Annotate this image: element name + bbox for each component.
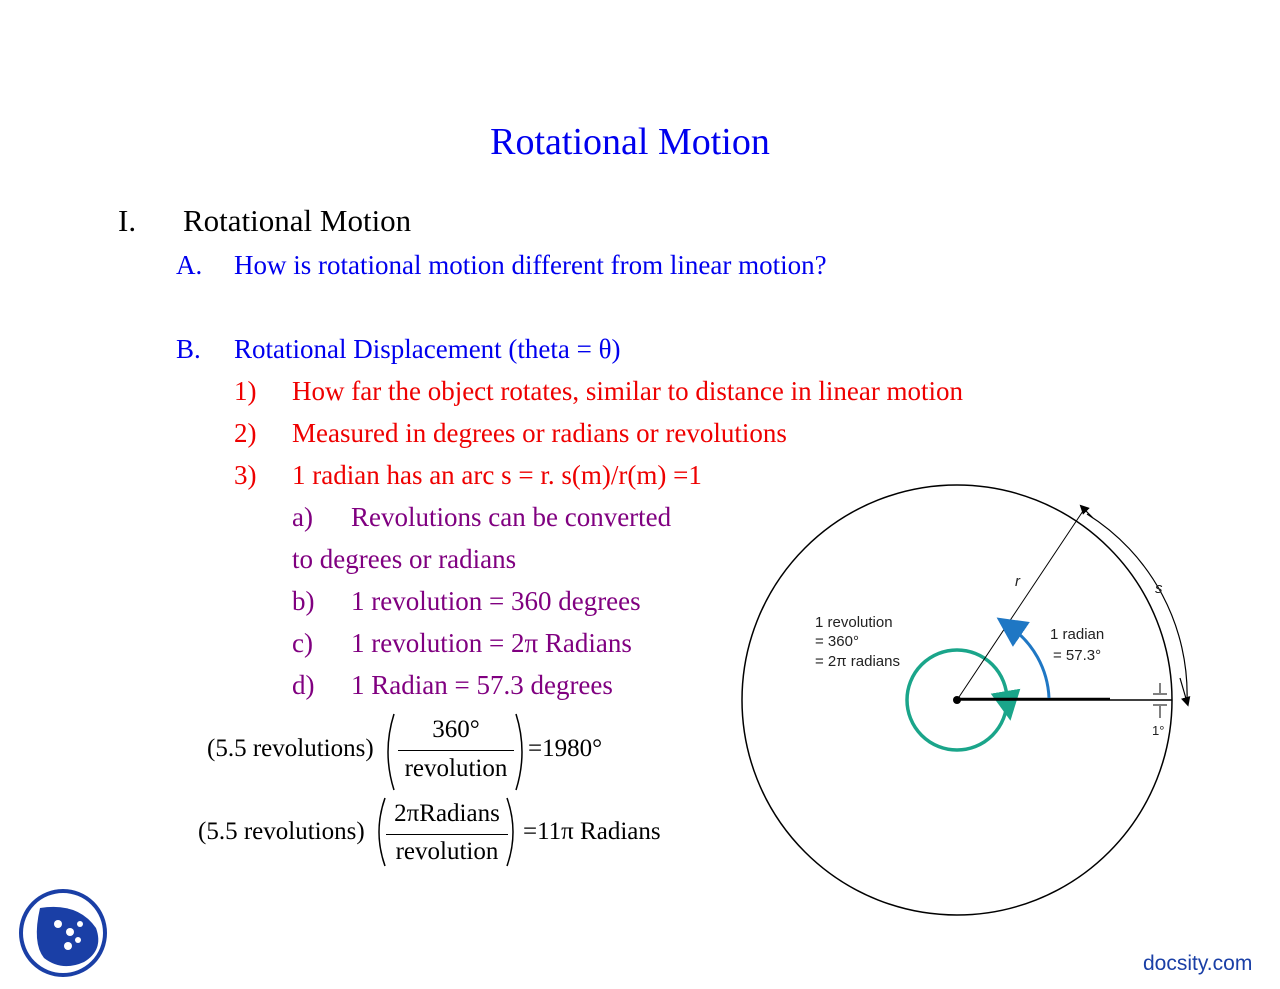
section-number: I. — [118, 203, 137, 238]
equation-1-numerator: 360° — [432, 716, 480, 743]
degree-label: 1° — [1152, 723, 1165, 738]
lettered-text-a: Revolutions can be converted — [351, 502, 672, 532]
numbered-marker-1: 1) — [234, 376, 257, 406]
lettered-text-c: 1 revolution = 2π Radians — [351, 628, 632, 658]
item-a-marker: A. — [176, 250, 203, 280]
r-label: r — [1015, 573, 1020, 590]
lettered-marker-d: d) — [292, 670, 315, 700]
equation-2-denominator: revolution — [395, 838, 499, 865]
item-a-text: How is rotational motion different from … — [234, 250, 827, 280]
numbered-text-3: 1 radian has an arc s = r. s(m)/r(m) =1 — [292, 460, 702, 490]
equation-1-result: =1980° — [528, 735, 603, 762]
numbered-marker-3: 3) — [234, 460, 257, 490]
lettered-marker-a: a) — [292, 502, 313, 532]
radian-label-2: = 57.3° — [1053, 647, 1102, 664]
revolution-label-1: 1 revolution — [815, 614, 893, 631]
equation-1-denominator: revolution — [404, 755, 508, 782]
lettered-text-a-cont: to degrees or radians — [292, 544, 517, 574]
equation-1-brackets — [387, 713, 523, 791]
numbered-text-1: How far the object rotates, similar to d… — [292, 376, 964, 406]
footer-brand[interactable]: docsity.com — [1143, 952, 1253, 975]
section-heading: Rotational Motion — [183, 203, 412, 238]
radian-label-1: 1 radian — [1050, 626, 1105, 643]
equation-2-fraction-bar — [386, 834, 508, 835]
equation-2-numerator: 2πRadians — [394, 800, 500, 827]
docsity-logo-icon — [19, 889, 107, 977]
item-b-marker: B. — [176, 334, 201, 364]
revolution-arrowhead — [990, 688, 1021, 721]
s-label: s — [1155, 580, 1163, 597]
radian-diagram — [741, 484, 1191, 916]
numbered-marker-2: 2) — [234, 418, 257, 448]
equation-2-result: =11π Radians — [523, 818, 661, 845]
item-b-text: Rotational Displacement (theta = θ) — [234, 334, 621, 364]
lettered-marker-b: b) — [292, 586, 315, 616]
equation-2-left: (5.5 revolutions) — [198, 818, 365, 845]
equation-1-fraction-bar — [398, 750, 514, 751]
revolution-label-2: = 360° — [815, 633, 859, 650]
center-dot — [953, 696, 961, 704]
lettered-text-d: 1 Radian = 57.3 degrees — [351, 670, 613, 700]
revolution-label-3: = 2π radians — [815, 653, 900, 670]
equation-1-left: (5.5 revolutions) — [207, 735, 374, 762]
numbered-text-2: Measured in degrees or radians or revolu… — [292, 418, 787, 448]
lettered-marker-c: c) — [292, 628, 313, 658]
radian-arc — [996, 617, 1051, 699]
arc-s — [1086, 513, 1188, 703]
equation-2-brackets — [378, 797, 514, 867]
radius-line-r — [956, 507, 1086, 701]
lettered-text-b: 1 revolution = 360 degrees — [351, 586, 641, 616]
slide-title: Rotational Motion — [490, 121, 770, 163]
